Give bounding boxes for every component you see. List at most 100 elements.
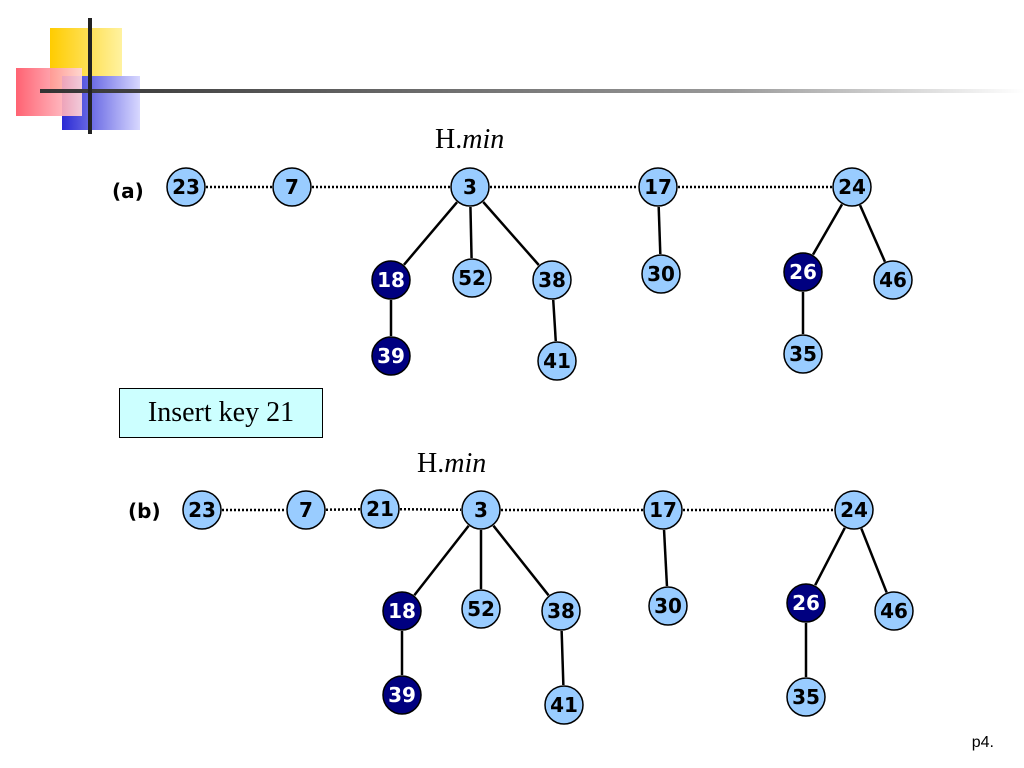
- node-circle: [648, 586, 688, 626]
- node-circle: [832, 167, 872, 207]
- node-key: 18: [388, 599, 416, 623]
- heap-node-a38: 38: [532, 260, 572, 300]
- heap-node-b26: 26: [786, 583, 826, 623]
- heap-node-b23: 23: [182, 490, 222, 530]
- tree-edge: [858, 204, 887, 263]
- node-key: 26: [789, 260, 817, 284]
- node-circle: [873, 260, 913, 300]
- node-key: 26: [792, 591, 820, 615]
- node-circle: [783, 334, 823, 374]
- heap-node-a23: 23: [166, 167, 206, 207]
- heap-node-b35: 35: [786, 677, 826, 717]
- node-circle: [272, 167, 312, 207]
- heap-node-a7: 7: [272, 167, 312, 207]
- heap-node-b46: 46: [874, 591, 914, 631]
- node-circle: [461, 589, 501, 629]
- node-circle: [360, 489, 400, 529]
- node-key: 39: [388, 683, 416, 707]
- node-key: 21: [366, 497, 394, 521]
- heap-node-b7: 7: [286, 490, 326, 530]
- deco-horizontal-rule: [40, 89, 1024, 93]
- tree-edge: [551, 299, 558, 342]
- tree-edge: [469, 206, 473, 259]
- node-key: 24: [840, 498, 868, 522]
- node-circle: [638, 167, 678, 207]
- node-key: 46: [879, 268, 907, 292]
- node-key: 17: [644, 175, 672, 199]
- node-circle: [532, 260, 572, 300]
- node-key: 41: [543, 349, 571, 373]
- node-circle: [541, 591, 581, 631]
- heap-node-b18: 18: [382, 591, 422, 631]
- node-circle: [452, 258, 492, 298]
- node-key: 17: [649, 498, 677, 522]
- marked-node-circle: [371, 260, 411, 300]
- tree-edge: [814, 527, 846, 586]
- node-circle: [643, 490, 683, 530]
- heap-node-b3: 3: [461, 490, 501, 530]
- node-key: 3: [474, 498, 488, 522]
- node-circle: [544, 685, 584, 725]
- node-key: 46: [880, 599, 908, 623]
- tree-edge: [657, 206, 662, 255]
- tree-edge: [402, 201, 459, 266]
- node-key: 38: [547, 599, 575, 623]
- tree-edge: [492, 524, 550, 597]
- node-key: 18: [377, 268, 405, 292]
- node-circle: [461, 490, 501, 530]
- hmin-b-italic: min: [444, 448, 486, 479]
- heap-node-a52: 52: [452, 258, 492, 298]
- node-key: 23: [172, 175, 200, 199]
- insert-key-callout: Insert key 21: [119, 388, 323, 438]
- node-circle: [286, 490, 326, 530]
- node-key: 23: [188, 498, 216, 522]
- tree-edge: [482, 201, 540, 266]
- node-key: 7: [299, 498, 313, 522]
- heap-node-a39: 39: [371, 336, 411, 376]
- hmin-pointer-a: H.min: [435, 124, 504, 155]
- node-key: 3: [463, 175, 477, 199]
- diagram-b-label: (b): [128, 499, 161, 523]
- header-decoration: [16, 18, 1024, 134]
- heap-node-b41: 41: [544, 685, 584, 725]
- node-key: 39: [377, 344, 405, 368]
- heap-node-a24: 24: [832, 167, 872, 207]
- marked-node-circle: [382, 591, 422, 631]
- heap-node-b24: 24: [834, 490, 874, 530]
- heap-node-a17: 17: [638, 167, 678, 207]
- tree-edge: [811, 203, 844, 256]
- heap-node-a35: 35: [783, 334, 823, 374]
- hmin-pointer-b: H.min: [417, 448, 486, 479]
- node-key: 41: [550, 693, 578, 717]
- node-key: 52: [467, 597, 495, 621]
- node-key: 52: [458, 266, 486, 290]
- heap-node-a41: 41: [537, 341, 577, 381]
- node-circle: [537, 341, 577, 381]
- marked-node-circle: [382, 675, 422, 715]
- deco-vertical-rule: [88, 18, 92, 134]
- tree-edge: [860, 528, 888, 593]
- node-circle: [641, 254, 681, 294]
- heap-node-b30: 30: [648, 586, 688, 626]
- hmin-a-italic: min: [462, 124, 504, 155]
- hmin-a-prefix: H.: [435, 124, 462, 155]
- edges-layer: [206, 185, 888, 686]
- node-circle: [786, 677, 826, 717]
- heap-node-a3: 3: [450, 167, 490, 207]
- node-circle: [874, 591, 914, 631]
- heap-node-a18: 18: [371, 260, 411, 300]
- tree-edge: [662, 529, 669, 587]
- heap-node-b38: 38: [541, 591, 581, 631]
- marked-node-circle: [786, 583, 826, 623]
- tree-edge: [413, 524, 470, 597]
- node-key: 30: [654, 594, 682, 618]
- heap-node-b21: 21: [360, 489, 400, 529]
- node-key: 35: [792, 685, 820, 709]
- node-key: 35: [789, 342, 817, 366]
- tree-edge: [560, 630, 565, 686]
- root-list-link: [399, 507, 462, 512]
- nodes-layer: 23 7 3 17 24 18 52 38 39 41 30 26 46 35 23 7 21 3 17 24 18 52…: [166, 167, 914, 725]
- heap-node-a30: 30: [641, 254, 681, 294]
- diagram-a-label: (a): [112, 179, 144, 203]
